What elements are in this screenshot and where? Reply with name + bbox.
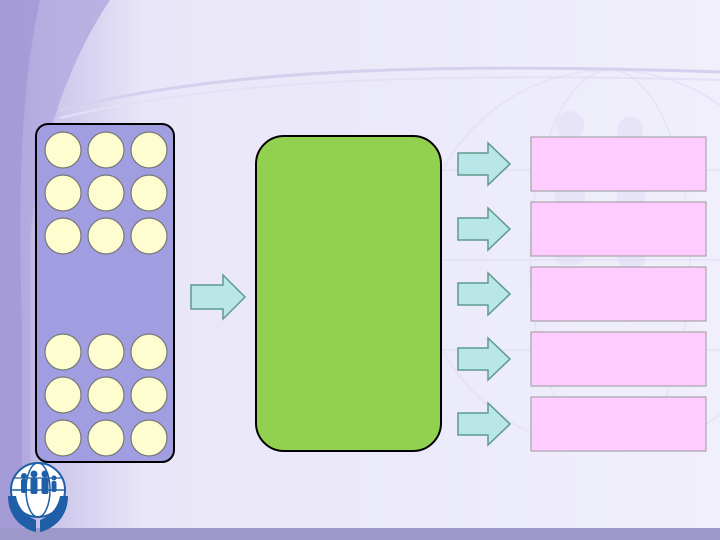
result-column [457, 136, 707, 452]
central-block [255, 135, 442, 452]
bottom-band [0, 528, 720, 540]
top-circle-5 [87, 174, 125, 212]
result-box-3 [530, 266, 707, 322]
bottom-circle-9 [130, 419, 168, 457]
arrow-panel-to-block [190, 273, 247, 321]
result-arrow-4 [457, 336, 512, 382]
result-box-1 [530, 136, 707, 192]
top-circle-8 [87, 217, 125, 255]
bottom-circle-3 [130, 333, 168, 371]
result-box-4 [530, 331, 707, 387]
top-circle-7 [44, 217, 82, 255]
bottom-circle-8 [87, 419, 125, 457]
bottom-circle-6 [130, 376, 168, 414]
top-circle-2 [87, 131, 125, 169]
family-in-hands-icon [8, 462, 68, 532]
result-arrow-2 [457, 206, 512, 252]
result-box-5 [530, 396, 707, 452]
result-arrow-3 [457, 271, 512, 317]
top-circle-1 [44, 131, 82, 169]
bottom-circle-4 [44, 376, 82, 414]
top-circle-group [44, 131, 168, 255]
bottom-circle-5 [87, 376, 125, 414]
top-circle-9 [130, 217, 168, 255]
result-arrow-1 [457, 141, 512, 187]
bottom-circle-2 [87, 333, 125, 371]
top-circle-6 [130, 174, 168, 212]
top-circle-3 [130, 131, 168, 169]
result-box-2 [530, 201, 707, 257]
bottom-circle-7 [44, 419, 82, 457]
top-circle-4 [44, 174, 82, 212]
result-arrow-5 [457, 401, 512, 447]
bottom-circle-1 [44, 333, 82, 371]
bottom-circle-group [44, 333, 168, 457]
